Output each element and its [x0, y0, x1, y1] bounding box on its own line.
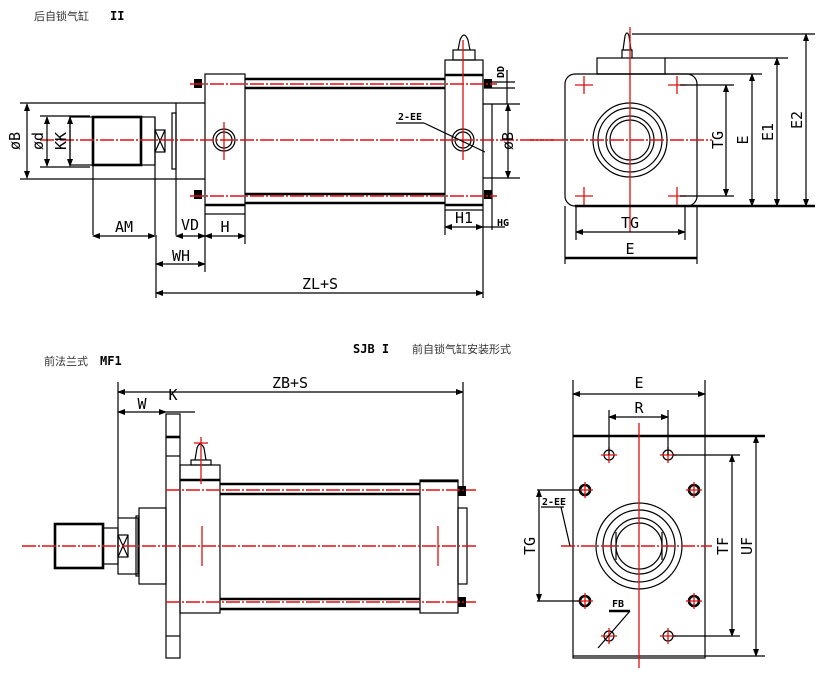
dim-W: W [137, 395, 147, 413]
caption-top-left: 后自锁气缸 II [34, 9, 124, 23]
caption-top-left-text: 后自锁气缸 [34, 9, 89, 23]
rod-thread [91, 115, 143, 167]
label-2-EE-bottom: 2-EE [542, 497, 566, 508]
lock-knob [457, 34, 471, 51]
dim-E-horizontal: E [625, 240, 634, 258]
dim-TG-horizontal: TG [621, 214, 639, 232]
dim-AM: AM [115, 218, 133, 236]
dim-E-bottom: E [634, 374, 643, 392]
dim-E2: E2 [788, 111, 806, 129]
dim-ZB-S: ZB+S [272, 374, 308, 392]
dim-H1: H1 [455, 209, 473, 227]
caption-center: SJB I 前自锁气缸安装形式 [353, 342, 511, 356]
caption-top-left-suffix: II [110, 9, 124, 23]
caption-title: 前自锁气缸安装形式 [412, 342, 511, 356]
dim-R: R [634, 399, 644, 417]
dim-phid: ød [29, 132, 47, 150]
dim-WH: WH [172, 247, 190, 265]
dim-phiB-right: øB [499, 132, 517, 150]
dim-E-vertical: E [734, 135, 752, 144]
rear-cover [444, 59, 484, 211]
dim-KK: KK [52, 132, 70, 150]
caption-model: SJB I [353, 342, 389, 356]
front-cover [204, 73, 246, 215]
dim-E1: E1 [759, 123, 777, 141]
caption-bottom-left: 前法兰式 MF1 [44, 354, 122, 368]
top-side-view: øB ød KK AM VD H WH ZL+S H1 HG øB DD 2-E… [6, 34, 555, 298]
dim-phiB-left: øB [6, 132, 24, 150]
dim-TG-bottom: TG [521, 537, 539, 555]
caption-bottom-left-suffix: MF1 [100, 354, 122, 368]
dim-VD: VD [181, 216, 199, 234]
dim-HG: HG [497, 218, 509, 229]
dim-UF: UF [738, 537, 756, 555]
dim-DD: DD [496, 66, 507, 78]
label-2-EE: 2-EE [398, 112, 422, 123]
label-FB: FB [612, 599, 624, 610]
top-end-view: TG E E1 E2 TG E [530, 27, 815, 264]
bottom-side-view: ZB+S W K [22, 374, 476, 659]
dim-TG-vertical: TG [709, 131, 727, 149]
dim-H: H [220, 218, 229, 236]
front-flange [165, 413, 181, 659]
caption-bottom-left-text: 前法兰式 [44, 354, 88, 368]
bottom-end-view: E R TF UF TG 2-EE FB [521, 374, 765, 668]
dim-ZL-S: ZL+S [302, 275, 338, 293]
dim-TF: TF [714, 537, 732, 555]
dim-K: K [168, 386, 177, 404]
front-head [179, 464, 221, 614]
